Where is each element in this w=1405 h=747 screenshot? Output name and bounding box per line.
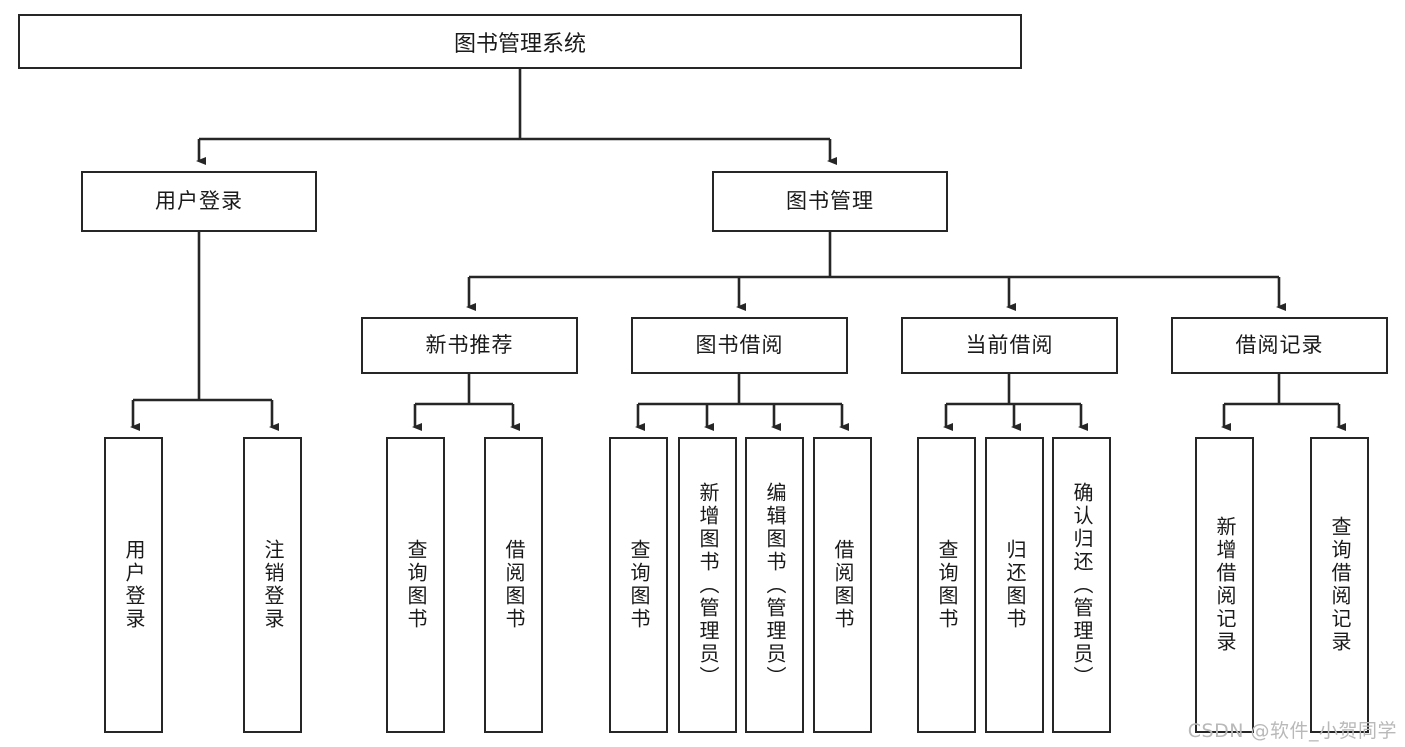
leaf-label: 借阅图书 [831, 539, 855, 631]
leaf-query-record[interactable]: 查询借阅记录 [1310, 437, 1369, 733]
leaf-label: 查询图书 [404, 539, 428, 631]
node-book-borrow[interactable]: 图书借阅 [631, 317, 848, 374]
leaf-label: 查询图书 [627, 539, 651, 631]
leaf-confirm-return[interactable]: 确认归还（管理员） [1052, 437, 1111, 733]
leaf-borrow-book-1[interactable]: 借阅图书 [484, 437, 543, 733]
node-root[interactable]: 图书管理系统 [18, 14, 1022, 69]
node-current-borrow[interactable]: 当前借阅 [901, 317, 1118, 374]
leaf-edit-book[interactable]: 编辑图书（管理员） [745, 437, 804, 733]
leaf-query-book-3[interactable]: 查询图书 [917, 437, 976, 733]
node-borrow-record[interactable]: 借阅记录 [1171, 317, 1388, 374]
leaf-borrow-book-2[interactable]: 借阅图书 [813, 437, 872, 733]
leaf-add-book[interactable]: 新增图书（管理员） [678, 437, 737, 733]
watermark: CSDN @软件_小贺同学 [1187, 720, 1397, 742]
leaf-return-book[interactable]: 归还图书 [985, 437, 1044, 733]
node-new-book-recommend[interactable]: 新书推荐 [361, 317, 578, 374]
leaf-query-book-2[interactable]: 查询图书 [609, 437, 668, 733]
leaf-label: 用户登录 [122, 539, 146, 631]
leaf-user-login[interactable]: 用户登录 [104, 437, 163, 733]
leaf-label: 查询图书 [935, 539, 959, 631]
leaf-label: 借阅图书 [502, 539, 526, 631]
leaf-label: 查询借阅记录 [1328, 516, 1352, 654]
leaf-add-record[interactable]: 新增借阅记录 [1195, 437, 1254, 733]
node-user-login[interactable]: 用户登录 [81, 171, 317, 232]
leaf-label: 注销登录 [261, 539, 285, 631]
leaf-label: 归还图书 [1003, 539, 1027, 631]
leaf-user-logout[interactable]: 注销登录 [243, 437, 302, 733]
leaf-query-book-1[interactable]: 查询图书 [386, 437, 445, 733]
node-book-manage[interactable]: 图书管理 [712, 171, 948, 232]
leaf-label: 确认归还（管理员） [1070, 481, 1094, 689]
leaf-label: 新增图书（管理员） [696, 481, 720, 689]
leaf-label: 编辑图书（管理员） [763, 481, 787, 689]
leaf-label: 新增借阅记录 [1213, 516, 1237, 654]
